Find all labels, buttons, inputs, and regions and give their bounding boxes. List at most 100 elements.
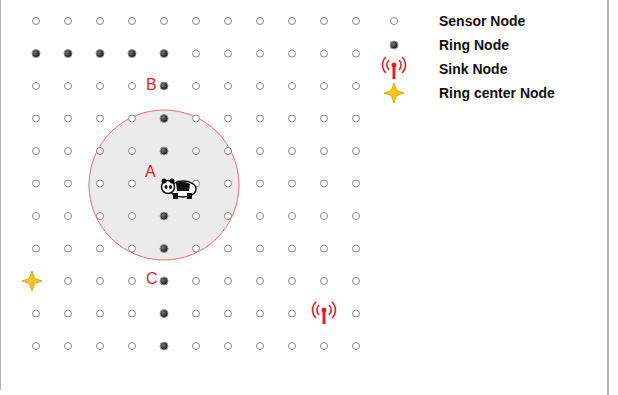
legend-ring-symbol: [390, 41, 398, 49]
sink-antenna: [313, 302, 336, 324]
sensor-node: [97, 148, 104, 155]
sensor-node: [257, 213, 264, 220]
legend-text: Sensor Node: [439, 13, 525, 29]
sensor-node: [193, 148, 200, 155]
sensor-node: [289, 148, 296, 155]
sensor-node: [193, 50, 200, 57]
sensor-node: [193, 343, 200, 350]
ring-center-star: [22, 271, 42, 291]
sensor-node: [129, 180, 136, 187]
ring-node: [32, 50, 40, 58]
sensor-node: [225, 310, 232, 317]
sensor-node: [65, 310, 72, 317]
sensor-node: [65, 180, 72, 187]
ring-node: [96, 50, 104, 58]
sensor-node: [97, 343, 104, 350]
sensor-node: [353, 50, 360, 57]
sensor-node: [225, 148, 232, 155]
legend-sink-symbol: [383, 57, 406, 79]
sensor-node: [321, 343, 328, 350]
sensor-node: [65, 343, 72, 350]
sensor-node: [289, 245, 296, 252]
sensor-node: [257, 50, 264, 57]
sensor-node: [225, 278, 232, 285]
ring-node: [160, 147, 168, 155]
sensor-node: [65, 213, 72, 220]
sensor-node: [33, 115, 40, 122]
sensor-node: [65, 278, 72, 285]
legend-text: Ring center Node: [439, 85, 555, 101]
sensor-node: [257, 83, 264, 90]
sensor-node: [129, 148, 136, 155]
sensor-node: [193, 213, 200, 220]
sensor-node: [321, 83, 328, 90]
sensor-node: [321, 148, 328, 155]
sensor-node: [97, 83, 104, 90]
sensor-node: [225, 115, 232, 122]
sensor-node: [129, 83, 136, 90]
sensor-node: [225, 180, 232, 187]
sensor-node: [289, 278, 296, 285]
sensor-node: [33, 213, 40, 220]
sensor-node: [225, 83, 232, 90]
sensor-node: [289, 213, 296, 220]
sensor-node: [289, 310, 296, 317]
sensor-node: [257, 245, 264, 252]
sensor-node: [193, 245, 200, 252]
sensor-node: [257, 115, 264, 122]
sensor-node: [97, 245, 104, 252]
sensor-node: [129, 115, 136, 122]
sensor-node: [97, 115, 104, 122]
sensor-node: [97, 278, 104, 285]
ring-node: [160, 245, 168, 253]
sensor-node: [33, 310, 40, 317]
sensor-node: [193, 18, 200, 25]
sensor-node: [353, 310, 360, 317]
sensor-node: [321, 213, 328, 220]
sensor-node: [65, 18, 72, 25]
sensor-node: [353, 343, 360, 350]
sensor-node: [129, 18, 136, 25]
sensor-node: [353, 18, 360, 25]
sensor-node: [33, 343, 40, 350]
sensor-node: [225, 50, 232, 57]
sensor-node: [65, 245, 72, 252]
sensor-node: [289, 83, 296, 90]
sensor-node: [65, 115, 72, 122]
sensor-node: [97, 180, 104, 187]
legend-sensor-symbol: [391, 18, 398, 25]
sensor-node: [129, 310, 136, 317]
sensor-node: [321, 18, 328, 25]
sensor-node: [33, 18, 40, 25]
ring-node: [160, 50, 168, 58]
sensor-node: [225, 213, 232, 220]
sensor-node: [225, 18, 232, 25]
point-label: B: [146, 76, 157, 94]
sensor-node: [129, 245, 136, 252]
sensor-node: [97, 18, 104, 25]
point-label: C: [146, 270, 158, 288]
legend-text: Sink Node: [439, 61, 507, 77]
sensor-node: [321, 115, 328, 122]
panda-icon: [162, 179, 197, 200]
sensor-node: [321, 278, 328, 285]
ring-node: [160, 82, 168, 90]
point-label: A: [145, 163, 156, 181]
sensor-node: [33, 245, 40, 252]
sensor-node: [289, 18, 296, 25]
sensor-node: [257, 278, 264, 285]
sensor-node: [321, 50, 328, 57]
ring-node: [160, 277, 168, 285]
sensor-node: [353, 148, 360, 155]
sensor-node: [193, 83, 200, 90]
sensor-node: [353, 83, 360, 90]
sensor-node: [225, 245, 232, 252]
ring-node: [160, 310, 168, 318]
sensor-node: [65, 83, 72, 90]
ring-node: [160, 342, 168, 350]
ring-node: [128, 50, 136, 58]
legend-star-symbol: [384, 83, 404, 103]
sensor-node: [97, 213, 104, 220]
sensor-node: [353, 213, 360, 220]
